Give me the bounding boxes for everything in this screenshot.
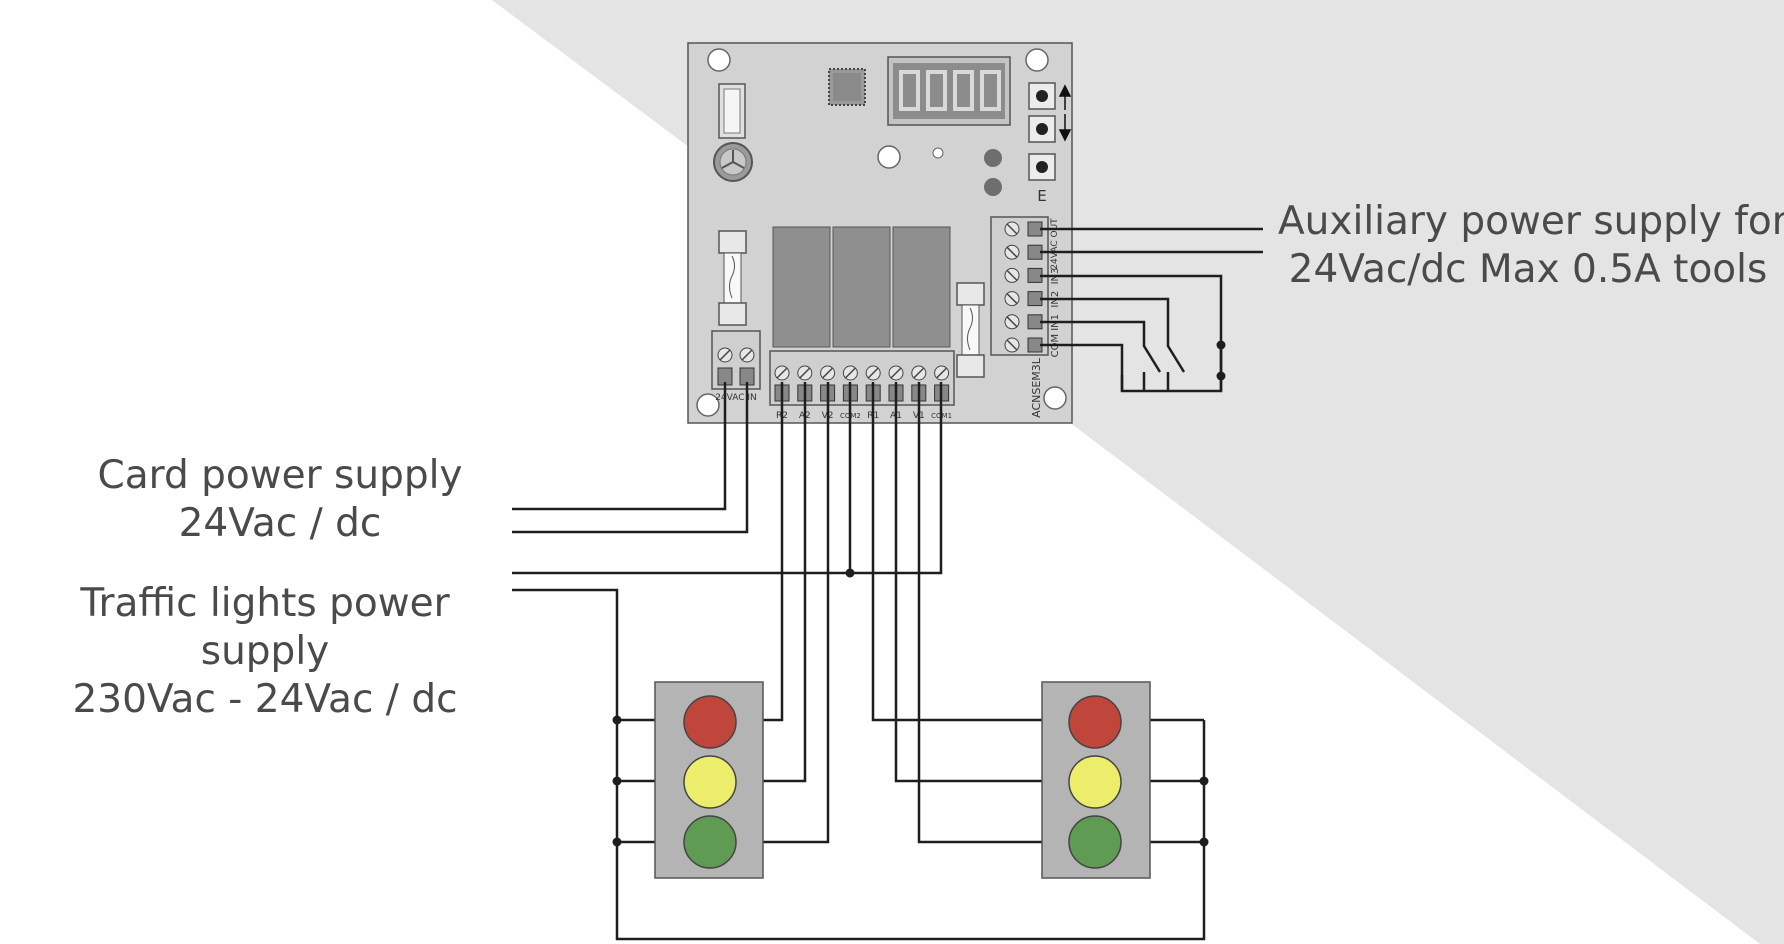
traffic-light-right bbox=[1041, 681, 1151, 879]
red-light bbox=[1068, 695, 1122, 749]
green-light bbox=[683, 815, 737, 869]
aux-supply-line-1: Auxiliary power supply for bbox=[1278, 199, 1784, 244]
wire-r1 bbox=[871, 382, 1078, 722]
wire-v1 bbox=[917, 382, 1078, 844]
wire-in2 bbox=[1040, 297, 1186, 373]
output-terminal-label: 24VAC OUT bbox=[1050, 218, 1060, 270]
aux-supply-line-2: 24Vac/dc Max 0.5A tools bbox=[1288, 247, 1768, 292]
terminal-outputs bbox=[769, 350, 955, 406]
led-indicator bbox=[984, 149, 1002, 167]
traffic-supply-line-3: 230Vac - 24Vac / dc bbox=[72, 677, 458, 722]
button-enter-label: E bbox=[1037, 187, 1046, 205]
button-up[interactable] bbox=[1028, 82, 1056, 110]
aux-supply-label: Auxiliary power supply for 24Vac/dc Max … bbox=[1278, 198, 1784, 294]
wire-junctions bbox=[612, 340, 1226, 847]
traffic-light-left bbox=[654, 681, 764, 879]
input-terminal-label: 24VAC IN bbox=[715, 393, 757, 403]
side-terminal-screw bbox=[1004, 291, 1043, 307]
control-board: E 24VAC IN bbox=[687, 42, 1073, 424]
wire-r2 bbox=[739, 382, 784, 722]
seven-segment-display bbox=[887, 56, 1011, 126]
side-terminal-screw bbox=[1004, 221, 1043, 237]
wire-v2 bbox=[739, 382, 830, 844]
relay-2 bbox=[832, 226, 891, 348]
fuse-right bbox=[956, 282, 985, 378]
wire-card-supply-2 bbox=[512, 382, 749, 534]
traffic-supply-label: Traffic lights power supply 230Vac - 24V… bbox=[60, 580, 470, 724]
fuse-left bbox=[718, 230, 747, 326]
side-terminal-screw bbox=[1004, 337, 1043, 353]
traffic-supply-line-1: Traffic lights power bbox=[80, 581, 450, 626]
button-enter[interactable] bbox=[1028, 153, 1056, 181]
wiring bbox=[512, 227, 1263, 941]
wire-in1 bbox=[1040, 320, 1162, 373]
red-light bbox=[683, 695, 737, 749]
terminal-screw-com1 bbox=[934, 365, 950, 402]
side-terminal-screw bbox=[1004, 314, 1043, 330]
relay-1 bbox=[772, 226, 831, 348]
card-supply-line-1: Card power supply bbox=[97, 453, 463, 498]
relay-3 bbox=[892, 226, 951, 348]
wire-com bbox=[1040, 343, 1124, 391]
wire-common bbox=[512, 382, 943, 575]
wire-traffic-supply bbox=[512, 588, 1206, 941]
terminal-screw-v1 bbox=[911, 365, 927, 402]
side-terminal-screw bbox=[1004, 244, 1043, 260]
arrow-up-icon bbox=[1058, 84, 1072, 110]
traffic-supply-line-2: supply bbox=[200, 629, 330, 674]
terminal-24vac-in: 24VAC IN bbox=[711, 330, 761, 403]
board-model-label: ACNSEM3L bbox=[1030, 357, 1043, 418]
yellow-light bbox=[1068, 755, 1122, 809]
arrow-down-icon bbox=[1058, 114, 1072, 142]
card-supply-line-2: 24Vac / dc bbox=[178, 501, 382, 546]
yellow-light bbox=[683, 755, 737, 809]
terminal-screw-v2 bbox=[820, 365, 836, 402]
wire-a1 bbox=[894, 382, 1078, 783]
green-light bbox=[1068, 815, 1122, 869]
card-supply-label: Card power supply 24Vac / dc bbox=[80, 452, 480, 548]
wire-card-supply-1 bbox=[512, 382, 727, 511]
button-down[interactable] bbox=[1028, 115, 1056, 143]
led-indicator bbox=[984, 178, 1002, 196]
